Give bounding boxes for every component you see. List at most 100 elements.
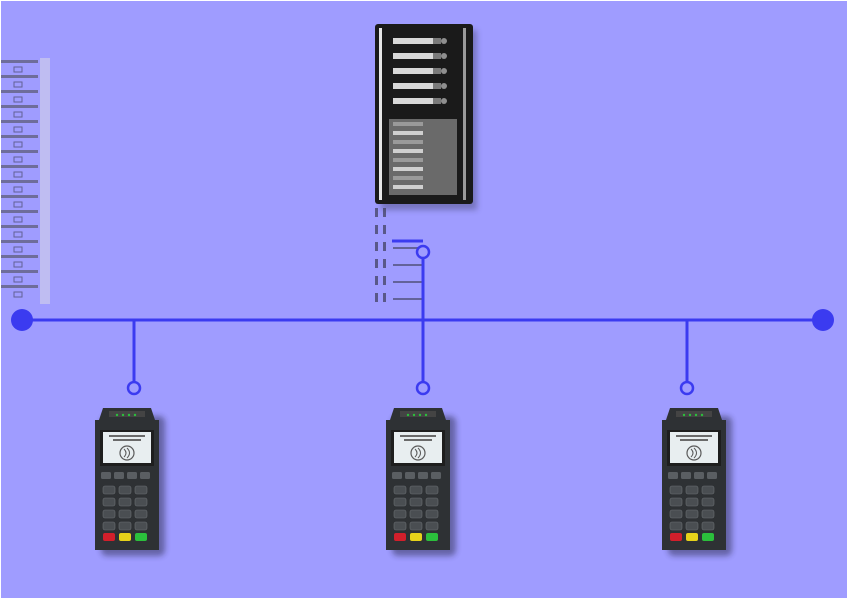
terminal-numeric-key [701,485,715,495]
server-lower-slot [393,167,423,171]
terminal-status-led-icon [115,413,119,417]
left-rack-port-icon [13,126,23,133]
terminal-screen-text [109,435,145,437]
left-rack-edge [40,58,50,304]
terminal-numeric-key [685,497,699,507]
server-cable-port [375,208,378,217]
server-cable-port [383,225,386,234]
server-cable-ports [375,208,423,302]
server-cable-port [375,276,378,285]
terminal-status-led-icon [688,413,692,417]
network-links [11,239,834,396]
bus-endpoint-right [812,309,834,331]
terminal-screen-text [404,439,432,441]
terminal-numeric-key [393,521,407,531]
server-cable-port [383,259,386,268]
server-rail-left [379,28,382,200]
terminal-function-key [127,472,137,479]
terminal-function-key [681,472,691,479]
contactless-waves-icon [123,447,130,459]
terminal-numeric-key [393,497,407,507]
server-cable-port [375,293,378,302]
left-rack-port-icon [13,171,23,178]
server-cable-port [383,293,386,302]
server-unit-button-icon [441,53,447,59]
left-rack-port-icon [13,96,23,103]
server-cable-port [383,242,386,251]
contactless-icon [119,445,135,461]
server-cable-port [375,242,378,251]
terminal-function-key [392,472,402,479]
terminal-3-connector [679,380,695,396]
contactless-icon [410,445,426,461]
left-rack-port-icon [13,66,23,73]
terminal-numeric-key [425,509,439,519]
terminal-numeric-key [701,497,715,507]
server-unit-led [433,68,441,74]
pos-terminal-1 [95,408,165,556]
server-unit-led [433,38,441,44]
terminal-function-key [707,472,717,479]
server-cable-line [393,281,423,283]
left-rack-port-icon [13,231,23,238]
terminal-numeric-key [118,485,132,495]
contactless-icon [686,445,702,461]
left-rack-slot [0,195,38,198]
terminal-numeric-key [118,509,132,519]
terminal-numeric-key [134,497,148,507]
terminal-printer-slot [109,411,145,417]
server-unit-button-icon [441,38,447,44]
terminal-numeric-key [701,521,715,531]
terminal-clear-key [410,533,422,541]
server-cable-line [393,264,423,266]
terminal-numeric-key [134,509,148,519]
terminal-numeric-key [393,485,407,495]
terminal-numeric-key [102,485,116,495]
left-rack-slot [0,135,38,138]
left-rack-slot [0,255,38,258]
left-rack-device [0,58,50,304]
terminal-function-key [405,472,415,479]
bus-endpoint-left [11,309,33,331]
terminal-numeric-key [425,497,439,507]
terminal-2-connector [415,380,431,396]
server-lower-slot [393,149,423,153]
terminal-status-led-icon [418,413,422,417]
terminal-numeric-key [685,521,699,531]
server-lower-slot [393,176,423,180]
terminal-printer-slot [400,411,436,417]
terminal-cancel-key [670,533,682,541]
terminal-numeric-key [102,509,116,519]
terminal-numeric-key [118,497,132,507]
server-cable-port [383,276,386,285]
left-rack-port-icon [13,216,23,223]
terminal-cancel-key [394,533,406,541]
terminal-numeric-key [669,497,683,507]
left-rack-port-icon [13,201,23,208]
left-rack-slot [0,165,38,168]
left-rack-slot [0,90,38,93]
server-rail-right [463,28,466,200]
left-rack-port-icon [13,141,23,148]
server-unit-drive [393,83,433,89]
terminal-function-key [140,472,150,479]
terminal-numeric-key [134,521,148,531]
terminal-numeric-key [409,485,423,495]
terminal-status-led-icon [700,413,704,417]
terminal-function-key [694,472,704,479]
left-rack-port-icon [13,276,23,283]
terminal-1-connector [126,380,142,396]
left-rack-port-icon [13,156,23,163]
left-rack-slot [0,270,38,273]
server-lower-slot [393,185,423,189]
terminal-numeric-key [409,509,423,519]
server-unit-drive [393,68,433,74]
terminal-numeric-key [669,509,683,519]
terminal-numeric-key [102,497,116,507]
terminal-enter-key [702,533,714,541]
terminal-screen-text [113,439,141,441]
left-rack-rows [0,60,38,298]
terminal-enter-key [135,533,147,541]
terminal-status-led-icon [424,413,428,417]
